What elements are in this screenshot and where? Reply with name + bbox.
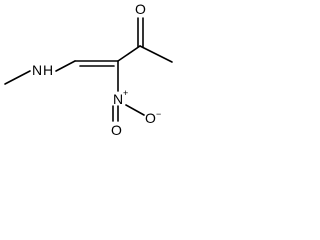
nitro-oxygen-right-label: O — [145, 110, 156, 126]
carbonyl-oxygen-label: O — [135, 1, 146, 17]
nitro-oxygen-charge: − — [156, 109, 161, 119]
nitro-nitrogen-label: N — [113, 91, 123, 107]
bond-carbonyl-methyl — [139, 45, 173, 63]
bond-nitro-o-right — [125, 104, 145, 116]
bond-methyl-n — [4, 70, 31, 85]
bond-n-ch — [55, 60, 76, 72]
bond-c-carbonyl — [117, 45, 141, 62]
amine-hydrogen-label: H — [43, 62, 53, 78]
nitro-oxygen-bottom-label: O — [111, 122, 122, 137]
molecule-structure: N H O N + O − O — [4, 1, 173, 137]
amine-nitrogen-label: N — [32, 62, 42, 78]
nitro-nitrogen-charge: + — [123, 88, 128, 98]
